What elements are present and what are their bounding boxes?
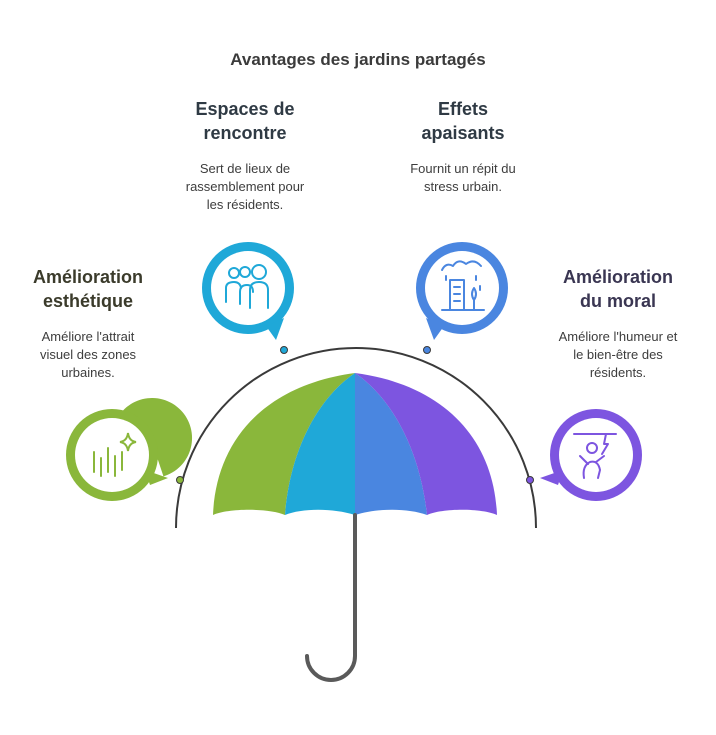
benefit-heading-apaisants: Effets apaisants (421, 99, 505, 143)
canopy-panel-green (213, 373, 355, 515)
canopy-panel-purple (355, 373, 497, 515)
umbrella-handle (305, 513, 357, 682)
badge-esthetique (66, 398, 193, 501)
connector-dot-green (176, 476, 184, 484)
outer-arc (175, 347, 537, 529)
canopy-panel-blue (355, 373, 427, 515)
benefit-description-apaisants: Fournit un répit du stress urbain. (410, 161, 516, 194)
benefit-description-esthetique: Améliore l'attrait visuel des zones urba… (39, 329, 137, 380)
connector-dot-blue (423, 346, 431, 354)
badge-moral (540, 409, 642, 501)
people-group-icon (225, 264, 269, 309)
diagram-title: Avantages des jardins partagés (230, 50, 486, 69)
connector-dot-cyan (280, 346, 288, 354)
benefit-description-rencontre: Sert de lieux de rassemblement pour les … (185, 161, 305, 212)
benefit-heading-moral: Amélioration du moral (562, 267, 673, 311)
canopy-panel-cyan (285, 373, 355, 515)
happy-person-icon (573, 433, 617, 479)
benefit-heading-esthetique: Amélioration esthétique (32, 267, 143, 311)
badge-apaisants (416, 242, 508, 340)
city-rain-icon (441, 260, 485, 311)
benefit-description-moral: Améliore l'humeur et le bien-être des ré… (558, 329, 678, 380)
sparkle-bars-icon (93, 432, 137, 477)
connector-dot-purple (526, 476, 534, 484)
badge-rencontre (202, 242, 294, 340)
benefit-heading-rencontre: Espaces de rencontre (195, 99, 295, 143)
